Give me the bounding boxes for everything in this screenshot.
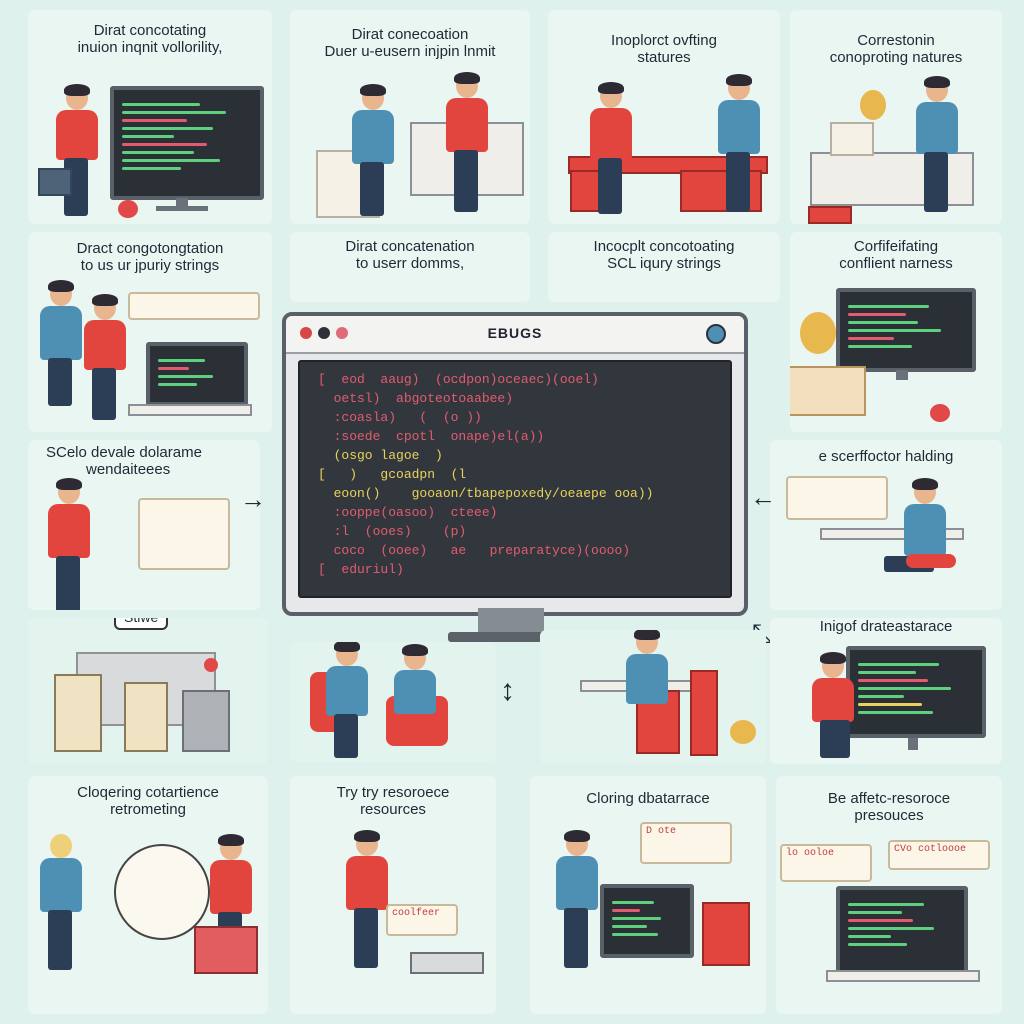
panel-11-caption: Inigof drateastarace (819, 618, 953, 635)
sticky-note: CVo cotloooe (888, 840, 990, 870)
person-right (712, 74, 772, 222)
code-line: [ eod aaug) (ocdpon)oceaec)(ooel) (318, 372, 599, 387)
panel-12-caption: Cloqering cotartience retrometing (77, 784, 219, 818)
panel-15: Be affetc-resoroce presouces lo ooloe CV… (776, 776, 1002, 1014)
panel-2-caption: Dirat conecoation Duer u-eusern injpin l… (324, 26, 496, 60)
code-editor-window: EBUGS [ eod aaug) (ocdpon)oceaec)(ooel) … (282, 312, 748, 616)
panel-2: Dirat conecoation Duer u-eusern injpin l… (290, 10, 530, 224)
panel-center-right (540, 630, 766, 764)
kneeling-developer (806, 652, 866, 764)
panel-6-caption: Dirat concatenation to userr domms, (345, 238, 475, 272)
panel-9: SCelo devale dolarame wendaiteees (28, 440, 260, 610)
window-dot-pink[interactable] (336, 327, 348, 339)
sticky-note: lo ooloe (780, 844, 872, 882)
developer-figure (340, 830, 400, 982)
sticky-note: D ote (640, 822, 732, 864)
person-left (346, 84, 406, 224)
person-front (78, 294, 138, 426)
keyboard (410, 952, 484, 974)
code-line: oetsl) abgoteotoaabee) (318, 391, 514, 406)
code-line: :soede cpotl onape)el(a)) (318, 429, 545, 444)
paper-note: coolfeer (386, 904, 458, 936)
developer-figure (50, 84, 110, 224)
panel-10-caption: e scerffoctor halding (818, 448, 954, 465)
panel-1-caption: Dirat concotating inuion inqnit volloril… (77, 22, 223, 56)
arrow-vertical: ↕ (500, 674, 515, 707)
panel-14-caption: Cloring dbatarrace (586, 790, 710, 807)
code-line: coco (ooee) ae preparatyce)(oooo) (318, 543, 631, 558)
panel-5: Dract congotongtation to us ur jpuriy st… (28, 232, 272, 432)
dartboard (114, 844, 210, 940)
panel-14: Cloring dbatarrace D ote (530, 776, 766, 1014)
code-area[interactable]: [ eod aaug) (ocdpon)oceaec)(ooel) oetsl)… (298, 360, 732, 598)
panel-11: Inigof drateastarace (770, 618, 1002, 764)
panel-8: Corfifeifating conflient narness (790, 232, 1002, 432)
cardboard-box (790, 366, 866, 416)
panel-7-caption: Incocplt concotoating SCL iqury strings (593, 238, 735, 272)
monitor-base (448, 632, 574, 642)
person-right (440, 72, 500, 224)
window-title: EBUGS (487, 325, 543, 341)
person-right (910, 76, 970, 222)
developer-figure (42, 478, 102, 610)
book-stack (194, 926, 258, 974)
person-back (34, 280, 94, 422)
panel-center-left (290, 642, 496, 762)
monitor-stand (478, 608, 544, 636)
panel-8-caption: Corfifeifating conflient narness (839, 238, 953, 272)
monitor (836, 288, 976, 372)
standing-person (320, 642, 380, 762)
panel-4-caption: Correstonin conoproting natures (829, 32, 963, 66)
panel-5-caption: Dract congotongtation to us ur jpuriy st… (76, 240, 224, 274)
code-line: :l (ooes) (p) (318, 524, 467, 539)
window-dot-blue[interactable] (706, 324, 726, 344)
monitor (110, 86, 264, 200)
panel-6: Dirat concatenation to userr domms, (290, 232, 530, 302)
laptop-screen (146, 342, 248, 406)
arrow-left: ← (750, 482, 776, 512)
panel-13: Try try resoroece resources coolfeer (290, 776, 496, 1014)
code-line: (osgo lagoe ) (318, 448, 443, 463)
laptop-screen (600, 884, 694, 958)
arrow-right: → (240, 484, 266, 514)
panel-10: e scerffoctor halding (770, 440, 1002, 610)
panel-7: Incocplt concotoating SCL iqury strings (548, 232, 780, 302)
panel-13-caption: Try try resoroece resources (336, 784, 450, 818)
person-left (34, 834, 94, 984)
seated-person (388, 644, 448, 756)
person-left (584, 82, 644, 224)
window-dot-red[interactable] (300, 327, 312, 339)
title-bar: EBUGS (286, 316, 744, 354)
code-line: :coasla) ( (o )) (318, 410, 482, 425)
seated-developer (884, 478, 958, 600)
panel-left-mid: Stiwe (28, 618, 268, 764)
strike-sign: Stiwe (114, 618, 169, 630)
panel-4: Correstonin conoproting natures (790, 10, 1002, 224)
panel-12: Cloqering cotartience retrometing (28, 776, 268, 1014)
scroll-note (138, 498, 230, 570)
code-line: :ooppe(oasoo) cteee) (318, 505, 498, 520)
laptop-screen (836, 886, 968, 974)
code-line: [ ) gcoadpn (l (318, 467, 467, 482)
panel-15-caption: Be affetc-resoroce presouces (827, 790, 951, 824)
window-dot-dark[interactable] (318, 327, 330, 339)
briefcase (38, 168, 72, 196)
code-line: [ eduriul) (318, 562, 404, 577)
seated-developer (620, 630, 680, 740)
code-line: eoon() gooaon/tbapepoxedy/oeaepe ooa)) (318, 486, 654, 501)
panel-1: Dirat concotating inuion inqnit volloril… (28, 10, 272, 224)
panel-3-caption: Inoplorct ovfting statures (611, 32, 717, 66)
panel-3: Inoplorct ovfting statures (548, 10, 780, 224)
monitor (846, 646, 986, 738)
panel-9-caption: SCelo devale dolarame wendaiteees (46, 444, 202, 478)
developer-figure (550, 830, 610, 982)
